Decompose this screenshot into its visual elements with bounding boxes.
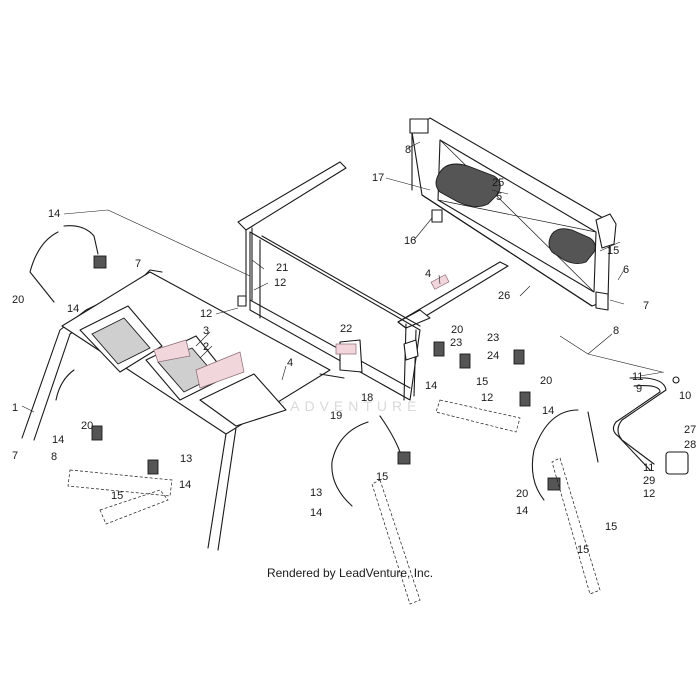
callout-14f: 14 [310, 507, 322, 519]
callout-20a: 20 [12, 294, 24, 306]
callout-12b: 12 [274, 277, 286, 289]
callout-14g: 14 [542, 405, 554, 417]
callout-20b: 20 [81, 420, 93, 432]
callout-5: 5 [496, 191, 502, 203]
callout-17: 17 [372, 172, 384, 184]
callout-19: 19 [330, 410, 342, 422]
callout-11b: 11 [643, 462, 654, 474]
watermark-text: LEADVENTURE [263, 398, 422, 414]
callout-4b: 4 [425, 268, 431, 280]
callout-14d: 14 [179, 479, 191, 491]
callout-8c: 8 [613, 325, 619, 337]
callout-14h: 14 [516, 505, 528, 517]
callout-11a: 11 [632, 371, 643, 383]
callout-15b: 15 [476, 376, 488, 388]
callout-21: 21 [276, 262, 288, 274]
callout-8a: 8 [51, 451, 57, 463]
middle-frame [237, 161, 421, 401]
callout-14a: 14 [48, 208, 60, 220]
callout-28: 28 [684, 439, 696, 451]
callout-labels: 1 2 3 4 4 5 6 7 7 7 8 8 8 9 10 11 11 12 … [12, 144, 696, 556]
callout-20d: 20 [540, 375, 552, 387]
callout-7c: 7 [643, 300, 649, 312]
credit-text: Rendered by LeadVenture, Inc. [266, 566, 434, 580]
rear-panel [409, 117, 617, 311]
callout-12a: 12 [200, 308, 212, 320]
floor-rails [67, 399, 601, 605]
callout-4: 4 [287, 357, 293, 369]
callout-18: 18 [361, 392, 373, 404]
callout-2: 2 [203, 341, 209, 353]
callout-24: 24 [487, 350, 499, 362]
callout-14e: 14 [425, 380, 437, 392]
callout-14c: 14 [52, 434, 64, 446]
callout-15d: 15 [605, 521, 617, 533]
callout-27: 27 [684, 424, 696, 436]
callout-9: 9 [636, 383, 642, 395]
callout-12c: 12 [481, 392, 493, 404]
leader-lines [21, 141, 665, 413]
callout-7a: 7 [12, 450, 18, 462]
cross-bar [397, 261, 509, 329]
callout-15c: 15 [376, 471, 388, 483]
callout-1: 1 [12, 402, 18, 414]
callout-16: 16 [404, 235, 416, 247]
callout-29: 29 [643, 475, 655, 487]
callout-20c: 20 [451, 324, 463, 336]
callout-3: 3 [203, 325, 209, 337]
callout-15a: 15 [111, 490, 123, 502]
callout-23b: 23 [487, 332, 499, 344]
callout-13a: 13 [180, 453, 192, 465]
callout-13b: 13 [310, 487, 322, 499]
callout-23a: 23 [450, 337, 462, 349]
callout-15f: 15 [607, 245, 619, 257]
callout-22: 22 [340, 323, 352, 335]
seat-belts [29, 225, 599, 507]
callout-15e: 15 [577, 544, 589, 556]
callout-12d: 12 [643, 488, 655, 500]
callout-6: 6 [623, 264, 629, 276]
callout-14b: 14 [67, 303, 79, 315]
callout-8b: 8 [405, 144, 411, 156]
callout-26: 26 [498, 290, 510, 302]
callout-20e: 20 [516, 488, 528, 500]
callout-25: 25 [492, 177, 504, 189]
assist-bar [612, 376, 689, 475]
callout-7b: 7 [135, 258, 141, 270]
front-frame [21, 269, 345, 551]
callout-10: 10 [679, 390, 691, 402]
